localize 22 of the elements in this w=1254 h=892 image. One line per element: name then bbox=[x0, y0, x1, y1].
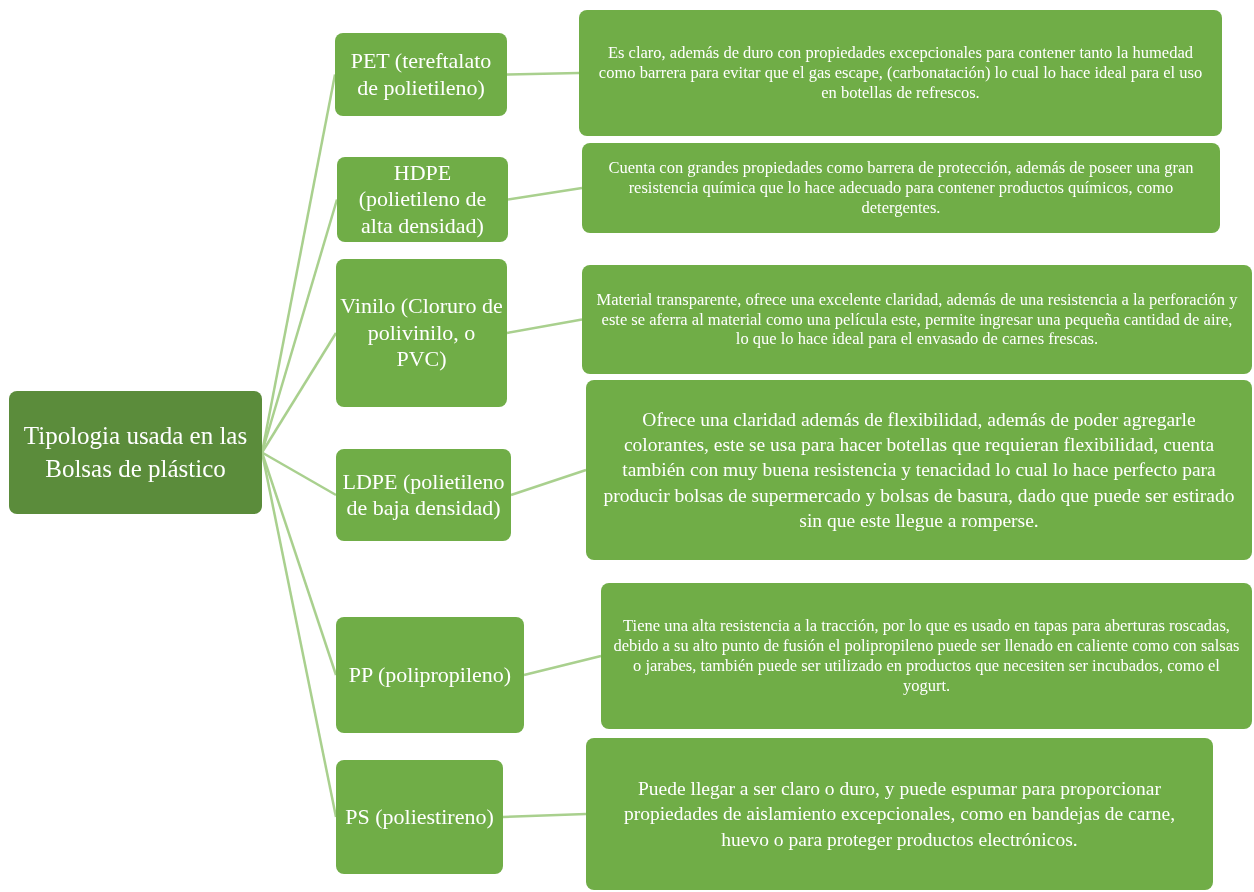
connector-line bbox=[260, 332, 338, 454]
connector-line bbox=[261, 451, 337, 497]
connector-line bbox=[506, 318, 583, 335]
category-box: PS (poliestireno) bbox=[336, 760, 503, 874]
description-box: Es claro, además de duro con propiedades excepcionales para contener tanto la humedad como barrera para evitar que el gas escape, (carbonatación) lo cual lo hace ideal para el uso en botellas de refrescos. bbox=[579, 10, 1222, 136]
root-box: Tipologia usada en las Bolsas de plástico bbox=[9, 391, 262, 514]
description-box: Puede llegar a ser claro o duro, y puede espumar para proporcionar propiedades de aislamiento excepcionales, como en bandejas de carne, huevo o para proteger productos electrónicos. bbox=[586, 738, 1213, 890]
description-box: Ofrece una claridad además de flexibilidad, además de poder agregarle colorantes, este se usa para hacer botellas que requieran flexibilidad, cuenta también con muy buena resistencia y tenacidad lo cual lo hace perfecto para producir bolsas de supermercado y bolsas de basura, dado que puede ser estirado sin que este llegue a romperse. bbox=[586, 380, 1252, 560]
connector-line bbox=[510, 468, 587, 497]
connector-line bbox=[506, 71, 580, 76]
description-box: Cuenta con grandes propiedades como barrera de protección, además de poseer una gran resistencia química que lo hace adecuado para contener productos químicos, como detergentes. bbox=[582, 143, 1220, 233]
connector-line bbox=[260, 452, 338, 676]
category-box: HDPE (polietileno de alta densidad) bbox=[337, 157, 508, 242]
category-box: PP (polipropileno) bbox=[336, 617, 524, 733]
description-box: Material transparente, ofrece una excelente claridad, además de una resistencia a la perforación y este se aferra al material como una película este, permite ingresar una pequeña cantidad de aire, lo que lo hace ideal para el envasado de carnes frescas. bbox=[582, 265, 1252, 374]
category-box: Vinilo (Cloruro de polivinilo, o PVC) bbox=[336, 259, 507, 407]
connector-line bbox=[507, 186, 583, 201]
connector-line bbox=[502, 812, 587, 819]
category-box: PET (tereftalato de polietileno) bbox=[335, 33, 507, 116]
connector-line bbox=[523, 654, 602, 677]
category-box: LDPE (polietileno de baja densidad) bbox=[336, 449, 511, 541]
description-box: Tiene una alta resistencia a la tracción, por lo que es usado en tapas para aberturas roscadas, debido a su alto punto de fusión el polipropileno puede ser llenado en caliente como con salsas o jarabes, también puede ser utilizado en productos que necesiten ser incubados, como el yogurt. bbox=[601, 583, 1252, 729]
